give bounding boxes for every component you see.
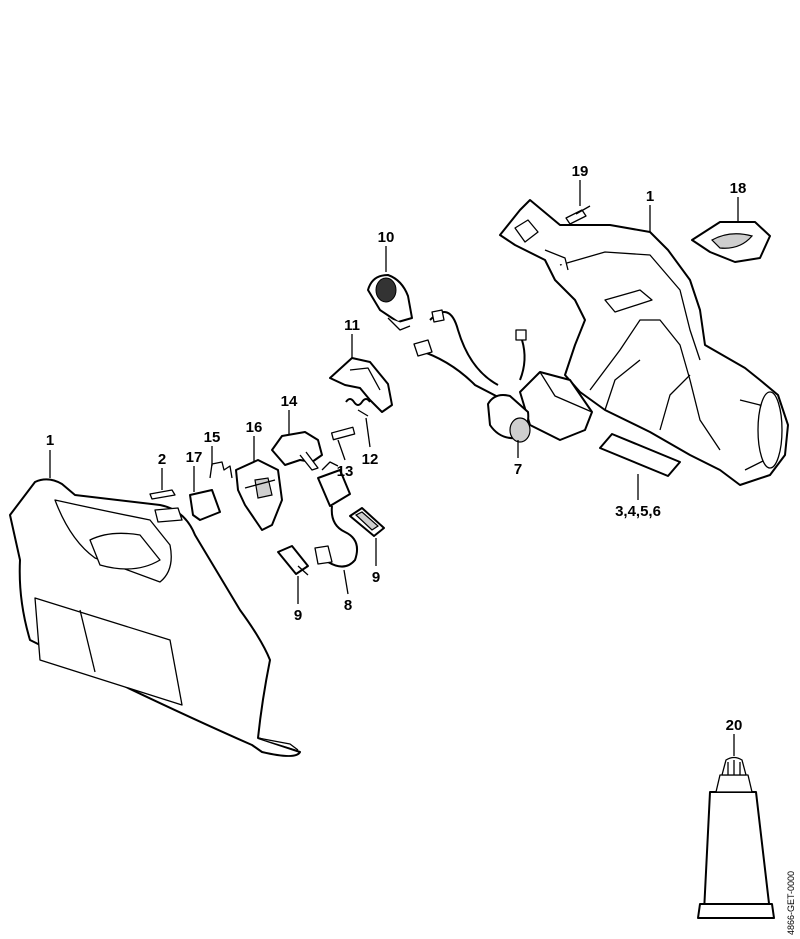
part-19-screw (565, 205, 591, 225)
callout-2: 2 (158, 451, 166, 468)
part-15-spring-clip (209, 461, 233, 479)
callout-13: 13 (337, 463, 354, 480)
right-housing-shell (499, 199, 789, 486)
part-10-socket (367, 274, 413, 331)
callout-labels: 1 2 17 15 16 14 11 10 13 12 7 8 9 9 3,4,… (46, 163, 747, 734)
part-11-lever (329, 357, 393, 413)
part-13-pin (330, 426, 356, 441)
callout-10: 10 (378, 229, 395, 246)
document-id: 4866-GET-0000 (786, 871, 796, 935)
part-12-spring (345, 398, 371, 417)
callout-12: 12 (362, 451, 379, 468)
callout-19: 19 (572, 163, 589, 180)
callout-1-left: 1 (46, 432, 54, 449)
leader-lines (49, 180, 739, 756)
callout-3-4-5-6: 3,4,5,6 (615, 503, 661, 520)
part-2-plate (149, 489, 176, 500)
callout-1-right: 1 (646, 188, 654, 205)
part-20-grease-tube (697, 756, 775, 919)
part-9-connector-left (277, 545, 309, 576)
callout-17: 17 (186, 449, 203, 466)
part-3-4-5-6-label (599, 433, 681, 477)
part-17-switch-cover (189, 489, 221, 521)
left-housing-shell (9, 478, 301, 757)
callout-15: 15 (204, 429, 221, 446)
callout-20: 20 (726, 717, 743, 734)
part-18-cap (691, 221, 771, 263)
part-7-electronics-module (413, 309, 593, 443)
part-8-switch-cable (314, 461, 358, 568)
callout-8: 8 (344, 597, 352, 614)
callout-11: 11 (344, 317, 360, 334)
callout-14: 14 (281, 393, 298, 410)
callout-16: 16 (246, 419, 263, 436)
callout-7: 7 (514, 461, 522, 478)
callout-9-left: 9 (294, 607, 302, 624)
callout-18: 18 (730, 180, 747, 197)
part-16-circuit-board (235, 459, 283, 531)
part-9-connector-right (349, 507, 385, 537)
callout-9-right: 9 (372, 569, 380, 586)
part-14-trigger (271, 431, 323, 471)
